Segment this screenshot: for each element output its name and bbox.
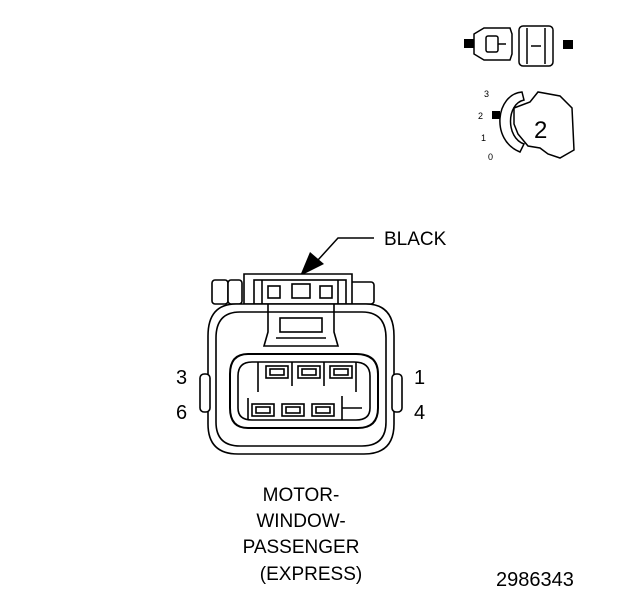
orientation-icon: 3 2 1 0 2 xyxy=(478,89,575,162)
connector-name-line-3: PASSENGER xyxy=(243,537,360,558)
orientation-key-shape xyxy=(513,91,575,159)
pin-label-bottom-left: 6 xyxy=(176,402,187,424)
connector-name: MOTOR- WINDOW- PASSENGER (EXPRESS) xyxy=(243,485,363,585)
connector-name-line-1: MOTOR- xyxy=(263,485,340,506)
color-label: BLACK xyxy=(384,229,447,250)
right-ear xyxy=(391,373,403,413)
orientation-tick-3: 3 xyxy=(484,89,489,99)
pin-label-top-left: 3 xyxy=(176,367,187,389)
orientation-cavity-number: 2 xyxy=(534,117,547,144)
lock-channel xyxy=(262,304,340,347)
color-callout: BLACK xyxy=(300,229,447,276)
orientation-marker xyxy=(492,111,500,119)
connector-face xyxy=(199,273,403,455)
connector-name-line-2: WINDOW- xyxy=(256,511,345,532)
pin-label-bottom-right: 4 xyxy=(414,402,425,424)
pin-label-top-right: 1 xyxy=(414,367,425,389)
left-ear xyxy=(199,373,211,413)
figure-id: 2986343 xyxy=(496,569,574,591)
connector-name-line-4: (EXPRESS) xyxy=(260,564,362,585)
orientation-tick-0: 0 xyxy=(488,152,493,162)
callout-leader-line xyxy=(317,237,374,261)
inline-connector-icon xyxy=(464,25,573,67)
inner-housing-ring xyxy=(215,311,387,447)
orientation-tick-2: 2 xyxy=(478,111,483,121)
callout-arrowhead xyxy=(300,252,324,276)
latch-left-tab xyxy=(211,279,229,305)
orientation-tick-1: 1 xyxy=(481,133,486,143)
